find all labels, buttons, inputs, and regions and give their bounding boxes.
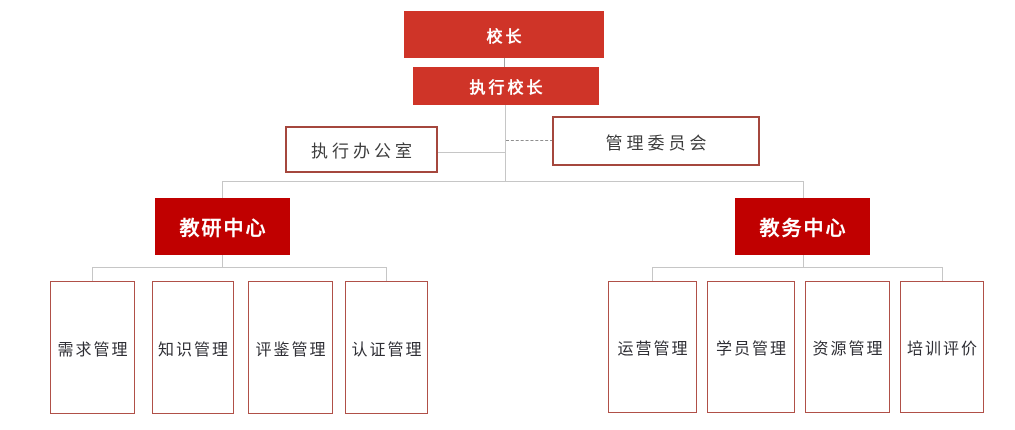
- connector-research-stub-right: [386, 267, 387, 281]
- org-node-management-committee: 管理委员会: [552, 116, 760, 166]
- connector-academic-rail: [652, 267, 943, 268]
- org-node-resource-management: 资源管理: [805, 281, 890, 413]
- org-node-knowledge-management: 知识管理: [152, 281, 234, 414]
- connector-research-down: [222, 255, 223, 267]
- org-node-certification-management: 认证管理: [345, 281, 428, 414]
- org-node-demand-management: 需求管理: [50, 281, 135, 414]
- org-node-research-center: 教研中心: [155, 198, 290, 255]
- org-node-evaluation-management: 评鉴管理: [248, 281, 333, 414]
- connector-exec-vertical: [505, 104, 506, 181]
- connector-research-stub-left: [92, 267, 93, 281]
- connector-exec-office-horizontal: [438, 152, 505, 153]
- org-node-executive-principal: 执行校长: [413, 67, 599, 105]
- connector-main-rail: [222, 181, 803, 182]
- connector-academic-stub-right: [942, 267, 943, 281]
- connector-drop-research-center: [222, 181, 223, 198]
- org-node-training-evaluation: 培训评价: [900, 281, 984, 413]
- org-node-executive-office: 执行办公室: [285, 126, 438, 173]
- org-node-principal: 校长: [404, 11, 604, 58]
- connector-principal-to-exec: [504, 58, 505, 67]
- org-node-operations-management: 运营管理: [608, 281, 697, 413]
- org-node-academic-center: 教务中心: [735, 198, 870, 255]
- connector-research-rail: [92, 267, 387, 268]
- connector-academic-down: [803, 254, 804, 267]
- connector-academic-stub-left: [652, 267, 653, 281]
- connector-drop-academic-center: [803, 181, 804, 198]
- connector-committee-dashed: [506, 140, 553, 141]
- org-node-student-management: 学员管理: [707, 281, 795, 413]
